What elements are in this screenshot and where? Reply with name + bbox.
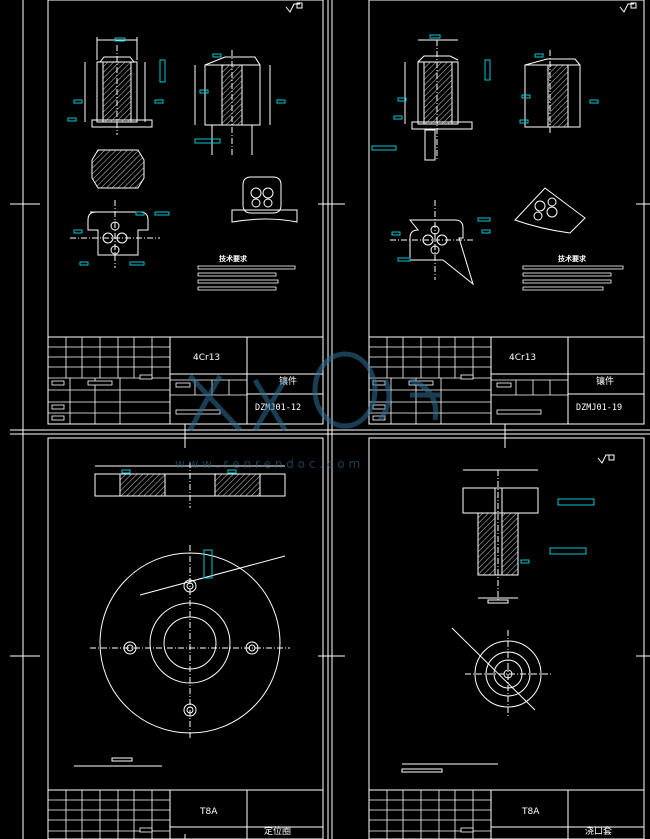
sheet-1-tech-notes: 技术要求 [197, 254, 296, 291]
sheet-2-tech-notes: 技术要求 [522, 254, 624, 291]
roughness-symbols [285, 2, 637, 464]
material-label-1: 4Cr13 [193, 353, 220, 363]
watermark-logo: w w w . r e n r e n d o c . c o m [175, 351, 440, 471]
sheet-3-dimensions [121, 469, 237, 579]
sheet-4-dimensions [520, 498, 595, 564]
part-name-2: 镶件 [596, 375, 614, 387]
drawing-number-2: DZMJ01-19 [576, 403, 622, 413]
sheet-3-drawing [74, 462, 290, 767]
tech-requirements-title-1: 技术要求 [219, 254, 248, 263]
sheet-4-drawing [401, 469, 552, 773]
part-name-4: 浇口套 [585, 825, 612, 837]
sheet-2-dimensions [371, 34, 599, 262]
sheet-1-drawing [70, 37, 298, 268]
sheet-1-dimensions [67, 37, 286, 266]
title-block-1 [47, 336, 324, 425]
drawing-number-1: DZMJ01-12 [255, 403, 301, 413]
material-label-4: T8A [521, 807, 540, 817]
material-label-3: T8A [199, 807, 218, 817]
watermark-url: w w w . r e n r e n d o c . c o m [175, 457, 360, 471]
sheet-frames [10, 0, 650, 839]
title-block-4 [369, 789, 644, 839]
title-block-3 [48, 789, 323, 839]
tech-requirements-title-2: 技术要求 [558, 254, 587, 263]
sheet-2-drawing [390, 39, 586, 286]
part-name-3: 定位圈 [264, 825, 291, 837]
material-label-2: 4Cr13 [509, 353, 536, 363]
